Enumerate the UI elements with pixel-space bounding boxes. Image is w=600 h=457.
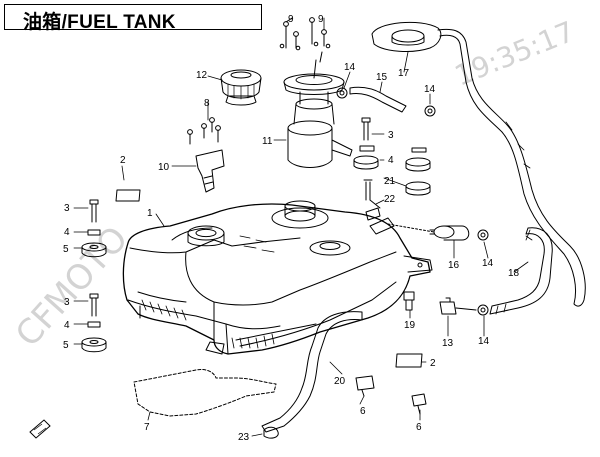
right-fastener-stack: [353, 117, 431, 209]
quick-connector: [439, 297, 477, 315]
callout-numbers: 1 2 2 3 3 3 4 4 4 5 5 6 6 7 8 9 9 10 11 …: [63, 14, 520, 443]
callout-9-left: 9: [288, 14, 294, 25]
callout-3-upper: 3: [64, 203, 70, 214]
callout-17: 17: [398, 68, 410, 79]
callout-14-mid: 14: [482, 258, 494, 269]
vent-valve: [403, 291, 415, 311]
title-box: 油箱/FUEL TANK: [4, 4, 262, 33]
callout-14-low: 14: [478, 336, 490, 347]
callout-9-right: 9: [318, 14, 324, 25]
filler-neck-seal: [371, 21, 442, 52]
callout-16: 16: [448, 260, 460, 271]
callout-5-lower: 5: [63, 340, 69, 351]
left-fastener-stack-upper: [81, 199, 107, 258]
callout-19: 19: [404, 320, 416, 331]
fuel-cap: [220, 69, 262, 106]
callout-20: 20: [334, 376, 346, 387]
fuel-pump-assembly: [279, 17, 353, 168]
fuel-filter: [387, 223, 470, 241]
brand-logo: [29, 419, 51, 439]
page-title: 油箱/FUEL TANK: [23, 12, 176, 33]
callout-22: 22: [384, 194, 396, 205]
callout-1: 1: [147, 208, 153, 219]
left-fastener-stack-lower: [81, 293, 107, 353]
callout-21: 21: [384, 176, 396, 187]
callout-14-right: 14: [424, 84, 436, 95]
callout-23: 23: [238, 432, 250, 443]
leader-lines: [73, 17, 529, 437]
callout-12: 12: [196, 70, 208, 81]
vent-hose-long: [437, 28, 586, 307]
callout-7: 7: [144, 422, 150, 433]
callout-15: 15: [376, 72, 388, 83]
callout-6-left: 6: [360, 406, 366, 417]
fuel-tank-body: [122, 200, 433, 355]
callout-11: 11: [262, 136, 273, 147]
hose-clamps: [336, 87, 489, 316]
callout-6-right: 6: [416, 422, 422, 433]
callout-13: 13: [442, 338, 454, 349]
callout-10: 10: [158, 162, 170, 173]
heat-shield: [133, 369, 277, 417]
fuel-hose-outlet: [489, 227, 553, 315]
callout-18: 18: [508, 268, 520, 279]
callout-5-upper: 5: [63, 244, 69, 255]
fuel-hose-short: [349, 86, 407, 113]
callout-3-lower: 3: [64, 297, 70, 308]
callout-3-right: 3: [388, 130, 394, 141]
callout-4-right: 4: [388, 155, 394, 166]
callout-14-top: 14: [344, 62, 356, 73]
drain-hose: [261, 311, 363, 433]
fuel-pump-bracket: [187, 117, 225, 193]
callout-4-lower: 4: [64, 320, 70, 331]
warning-label-left: [115, 189, 141, 202]
callout-2-left: 2: [120, 155, 126, 166]
warning-label-right: [395, 353, 423, 368]
callout-8: 8: [204, 98, 210, 109]
callout-2-right: 2: [430, 358, 436, 369]
callout-4-upper: 4: [64, 227, 70, 238]
